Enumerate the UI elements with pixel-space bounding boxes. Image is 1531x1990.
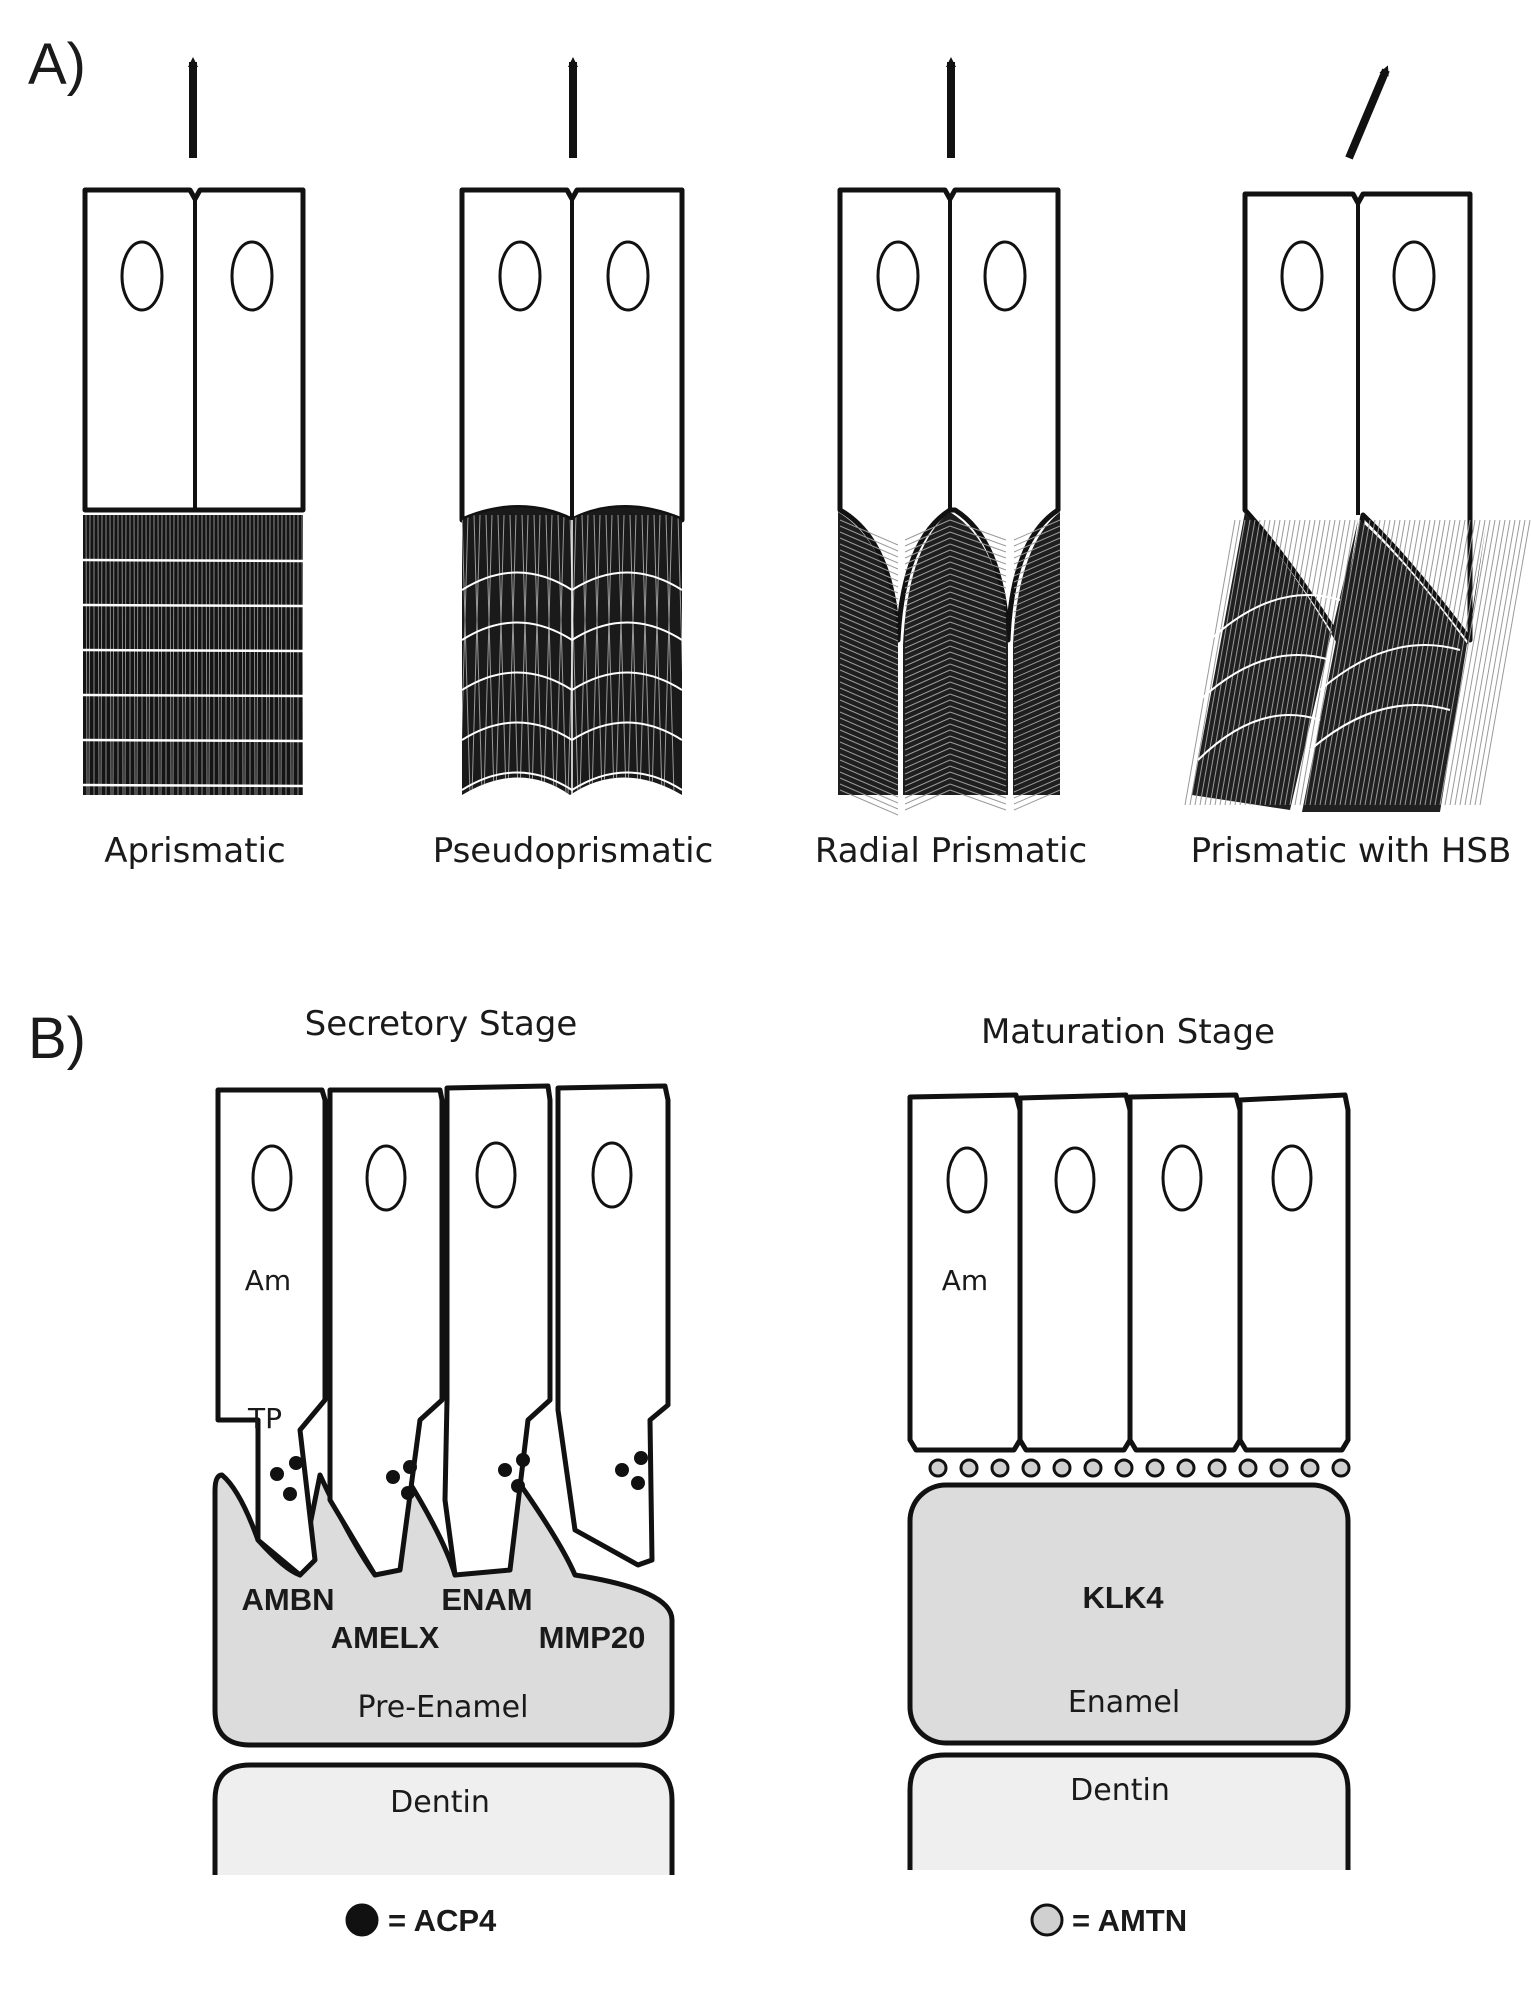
acp4-legend-swatch [345,1903,379,1937]
amtn-granule [1145,1458,1165,1478]
pseudoprismatic-unit: Pseudoprismatic [433,187,714,871]
aprismatic-unit: Aprismatic [82,187,306,871]
ameloblast [442,1083,553,1578]
nucleus-icon [1271,1144,1313,1212]
dentin-block [907,1752,1351,1870]
ameloblast [1017,1092,1133,1453]
nucleus-icon [475,1141,517,1209]
maturation-stage-title: Maturation Stage [981,1012,1275,1052]
panel-b-label: B) [28,1006,86,1071]
amtn-granule [1331,1458,1351,1478]
dentin-label: Dentin [1070,1773,1170,1808]
protein-amelx: AMELX [331,1620,440,1655]
amtn-granule [1207,1458,1227,1478]
nucleus-icon [1161,1144,1203,1212]
nucleus-icon [946,1146,988,1214]
ameloblast [555,1083,671,1568]
nucleus-icon [1392,240,1436,312]
am-label: Am [245,1264,291,1297]
enamel-texture [1184,512,1531,812]
direction-arrows [188,57,1390,160]
caption-radial-prismatic: Radial Prismatic [815,831,1087,871]
nucleus-icon [251,1144,293,1212]
legend: = ACP4 = AMTN [345,1903,1187,1938]
protein-ambn: AMBN [242,1582,335,1617]
legend-amtn: = AMTN [1072,1903,1187,1938]
ameloblast [907,1092,1023,1453]
panel-a-label: A) [28,32,86,97]
nucleus-icon [1280,240,1324,312]
caption-pseudoprismatic: Pseudoprismatic [433,831,714,871]
nucleus-icon [120,240,164,312]
amtn-granule [1052,1458,1072,1478]
amtn-granule [1176,1458,1196,1478]
amtn-granule [959,1458,979,1478]
enamel-texture [838,512,1061,816]
pre-enamel-matrix [212,1467,675,1748]
amtn-granule [1238,1458,1258,1478]
amtn-granule [1114,1458,1134,1478]
enamel-label: Enamel [1068,1685,1180,1720]
pre-enamel-label: Pre-Enamel [358,1690,529,1725]
radial-prismatic-unit: Radial Prismatic [815,187,1087,871]
secretory-stage: Secretory Stage Am TP AMBN AMELX ENAM MM… [212,1004,675,1875]
enamel-matrix [907,1482,1351,1746]
caption-aprismatic: Aprismatic [104,831,285,871]
amtn-granule [1021,1458,1041,1478]
secretory-stage-title: Secretory Stage [305,1004,578,1044]
enamel-texture [462,507,682,795]
protein-klk4: KLK4 [1083,1580,1165,1615]
hsb-prismatic-unit: Prismatic with HSB [1184,191,1531,871]
am-label: Am [942,1264,988,1297]
nucleus-icon [606,240,650,312]
protein-mmp20: MMP20 [539,1620,646,1655]
tp-label: TP [247,1402,282,1435]
ameloblast [1127,1092,1243,1453]
ameloblast [215,1087,328,1578]
enamel-texture [83,515,303,795]
dentin-label: Dentin [390,1785,490,1820]
amtn-granule [990,1458,1010,1478]
amtn-legend-swatch [1030,1903,1064,1937]
arrow-oblique-icon [1345,65,1390,160]
legend-acp4: = ACP4 [388,1903,497,1938]
caption-prismatic-with-hsb: Prismatic with HSB [1191,831,1512,871]
amtn-granule [1300,1458,1320,1478]
amtn-granule [1083,1458,1103,1478]
nucleus-icon [498,240,542,312]
protein-enam: ENAM [441,1582,532,1617]
amtn-granule [928,1458,948,1478]
amtn-granule [1269,1458,1289,1478]
maturation-stage: Maturation Stage Am KLK4 Enamel Dentin [907,1012,1351,1870]
acp4-granules [270,1451,648,1501]
nucleus-icon [1054,1146,1096,1214]
nucleus-icon [365,1144,407,1212]
nucleus-icon [983,240,1027,312]
amtn-granules [928,1458,1351,1478]
nucleus-icon [876,240,920,312]
nucleus-icon [230,240,274,312]
dentin-block [212,1762,675,1875]
nucleus-icon [591,1141,633,1209]
ameloblast [1237,1092,1351,1453]
